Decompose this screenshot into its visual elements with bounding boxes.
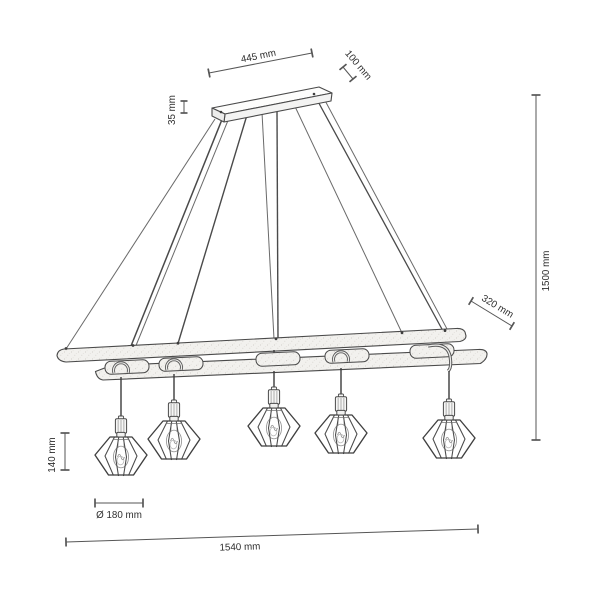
label-canopy-depth: 100 mm [342,48,373,82]
wire-pegs [64,329,447,350]
label-shade-height: 140 mm [47,437,58,472]
label-canopy-height: 35 mm [167,95,178,125]
ceiling-canopy [211,86,333,123]
wood-beam [56,327,488,381]
dimension-beam-depth [467,296,516,331]
pendant-lamp-1 [94,415,148,477]
suspension-wires [65,100,449,350]
pendant-lamp-5 [422,398,476,460]
dimension-shade-diameter [94,498,144,508]
dimension-canopy-depth [338,63,358,83]
label-overall-width: 1540 mm [219,541,260,553]
pendant-lamp-4 [314,393,368,455]
cord-hooks [112,343,453,374]
lamp-cords [120,368,450,419]
dimension-canopy-height [180,100,188,114]
dimension-overall-width [65,524,479,547]
pendant-lamp-2 [147,399,201,461]
canopy-screw [219,110,223,114]
pendant-lamp-3 [247,386,301,448]
dimension-canopy-width [207,48,314,78]
label-shade-diameter: Ø 180 mm [96,510,142,521]
dimension-shade-height [60,432,70,471]
beam-back-rail [56,327,467,363]
label-canopy-width: 445 mm [240,48,277,66]
dimension-lines [60,48,541,547]
label-overall-height: 1500 mm [541,251,552,292]
dimension-labels: 445 mm 100 mm 35 mm 1500 mm 320 mm 140 m… [47,48,552,554]
pendant-lamps [94,386,476,477]
dimension-overall-height [531,94,541,441]
canopy-screw [312,92,316,96]
